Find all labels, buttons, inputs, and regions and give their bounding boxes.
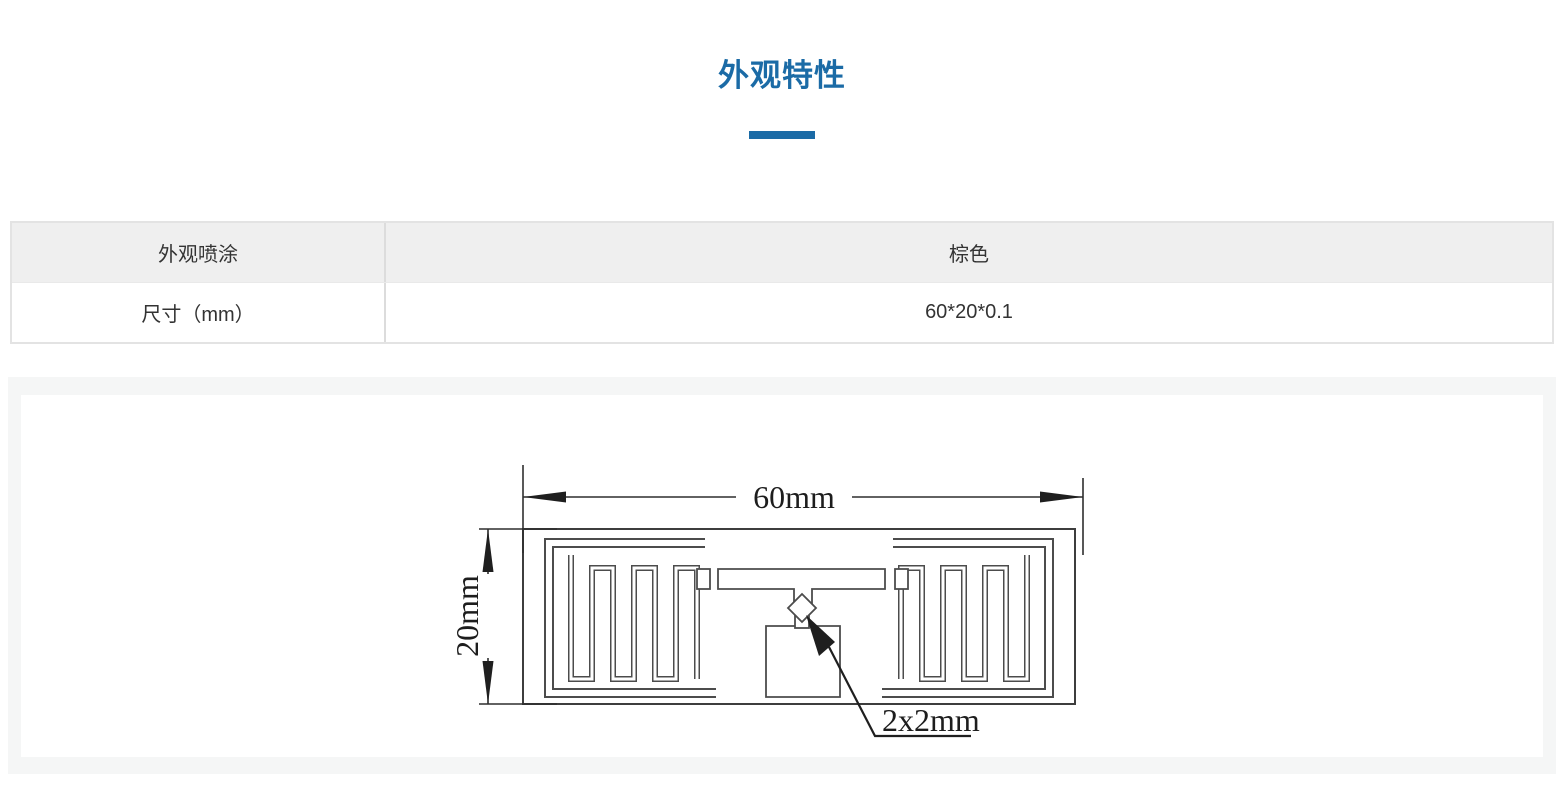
chip-size-callout: 2x2mm (806, 615, 980, 738)
chip-size-label: 2x2mm (882, 702, 980, 738)
height-dimension-label: 20mm (449, 575, 485, 657)
spec-label-coating: 外观喷涂 (12, 223, 386, 282)
chip-diamond (786, 592, 818, 624)
table-row: 外观喷涂 棕色 (12, 223, 1552, 283)
feed-pad-left (696, 568, 711, 590)
page-title: 外观特性 (718, 58, 846, 93)
spec-value-coating: 棕色 (949, 244, 989, 266)
diagram-frame: 60mm 20mm (8, 377, 1556, 774)
callout-arrowhead-icon (806, 615, 835, 656)
arrow-left-icon (523, 491, 566, 503)
diagram-canvas: 60mm 20mm (21, 395, 1543, 757)
table-row: 尺寸（mm） 60*20*0.1 (12, 283, 1552, 342)
height-dimension: 20mm (449, 528, 557, 705)
title-divider (749, 131, 815, 139)
spec-value-size: 60*20*0.1 (925, 301, 1013, 323)
feed-pad-right (894, 568, 909, 590)
rfid-antenna-diagram: 60mm 20mm (449, 465, 1084, 738)
width-dimension: 60mm (522, 465, 1084, 555)
arrow-down-icon (482, 661, 494, 704)
meander-inner-fill (546, 540, 1052, 696)
arrow-right-icon (1040, 491, 1083, 503)
width-dimension-label: 60mm (753, 479, 835, 515)
arrow-up-icon (482, 529, 494, 572)
spec-label-size: 尺寸（mm） (12, 283, 386, 342)
spec-table: 外观喷涂 棕色 尺寸（mm） 60*20*0.1 (10, 221, 1554, 344)
